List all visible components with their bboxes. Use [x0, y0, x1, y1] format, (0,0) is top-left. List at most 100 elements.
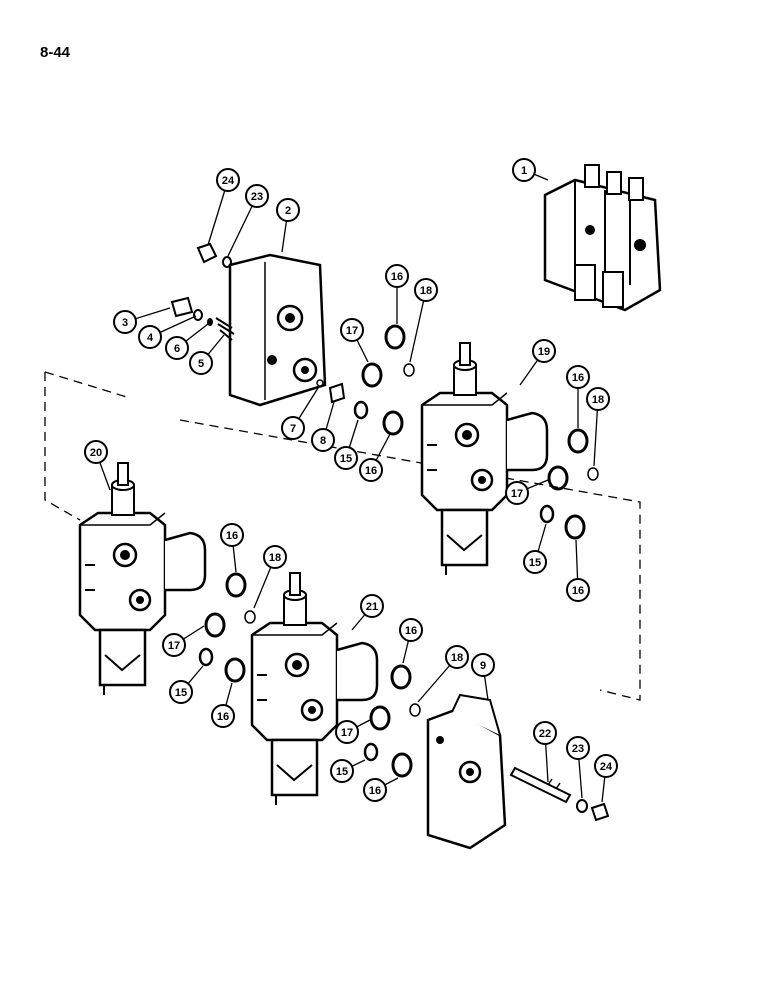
callout-c16d: 16: [566, 539, 590, 602]
callout-c22: 22: [533, 721, 557, 783]
callout-bubble: [505, 481, 529, 505]
leader-line: [409, 289, 427, 363]
callout-bubble: [363, 778, 387, 802]
fitting-parts: [170, 296, 346, 404]
callout-number: 19: [538, 346, 550, 358]
callout-bubble: [385, 264, 409, 288]
callout-bubble: [471, 653, 495, 677]
callout-c15a: 15: [334, 419, 359, 470]
callout-bubble: [211, 704, 235, 728]
callout-c15c: 15: [169, 665, 204, 704]
callout-c17a: 17: [340, 318, 369, 363]
callout-number: 16: [226, 530, 238, 542]
callout-bubble: [263, 545, 287, 569]
callout-c16e: 16: [220, 523, 244, 573]
callout-c16g: 16: [399, 618, 423, 664]
callout-number: 24: [600, 761, 613, 773]
callout-number: 15: [336, 766, 348, 778]
callout-number: 18: [451, 652, 463, 664]
callout-c18c: 18: [253, 545, 287, 609]
callout-number: 17: [341, 727, 353, 739]
callout-bubble: [594, 754, 618, 778]
callout-c24b: 24: [594, 754, 618, 803]
callout-number: 16: [572, 372, 584, 384]
callout-bubble: [360, 594, 384, 618]
callout-number: 9: [480, 660, 486, 672]
nut-washer-top: [196, 242, 232, 268]
callout-c9: 9: [471, 653, 495, 701]
callout-c15d: 15: [330, 759, 366, 783]
callout-number: 17: [511, 488, 523, 500]
callout-number: 16: [365, 465, 377, 477]
callout-c18a: 18: [409, 278, 438, 363]
callout-c23b: 23: [566, 736, 590, 799]
page-number: 8-44: [40, 44, 71, 61]
end-cover-inlet: [228, 253, 327, 407]
callout-number: 15: [340, 453, 352, 465]
callout-c18d: 18: [417, 645, 469, 703]
callout-bubble: [340, 318, 364, 342]
callout-number: 22: [539, 728, 551, 740]
callout-bubble: [566, 736, 590, 760]
callout-bubble: [512, 158, 536, 182]
callout-c16f: 16: [211, 682, 235, 728]
end-cover-outlet: [426, 693, 507, 850]
valve-section-19: [420, 341, 549, 577]
callout-number: 18: [592, 394, 604, 406]
callout-c7: 7: [281, 387, 319, 440]
stud-nut-bottom: [509, 766, 610, 822]
callout-number: 20: [90, 447, 102, 459]
callout-bubble: [334, 446, 358, 470]
group-outline: [44, 371, 641, 701]
callout-number: 23: [572, 743, 584, 755]
callout-bubble: [281, 416, 305, 440]
callout-number: 23: [251, 191, 263, 203]
callout-number: 4: [147, 332, 154, 344]
callout-bubble: [414, 278, 438, 302]
callout-bubble: [335, 720, 359, 744]
callout-number: 16: [572, 585, 584, 597]
callout-c4: 4: [138, 315, 197, 349]
callout-number: 15: [529, 557, 541, 569]
callout-c15b: 15: [523, 523, 547, 574]
callout-c16b: 16: [359, 433, 391, 482]
callout-layer: 1242323465161817781516191618171516201618…: [84, 158, 618, 803]
callout-number: 16: [391, 271, 403, 283]
valve-section-21: [250, 571, 379, 807]
callout-c20: 20: [84, 440, 111, 491]
callout-bubble: [162, 633, 186, 657]
callout-c8: 8: [311, 401, 335, 452]
callout-c2: 2: [276, 198, 300, 253]
callout-number: 2: [285, 205, 291, 217]
callout-bubble: [311, 428, 335, 452]
callout-number: 18: [420, 285, 432, 297]
callout-c6: 6: [165, 323, 209, 360]
callout-c23a: 23: [227, 184, 269, 257]
callout-number: 3: [122, 317, 128, 329]
callout-number: 8: [320, 435, 326, 447]
callout-bubble: [330, 759, 354, 783]
callout-c17d: 17: [335, 719, 371, 744]
callout-bubble: [445, 645, 469, 669]
valve-section-20: [78, 461, 207, 697]
callout-number: 21: [366, 601, 378, 613]
callout-bubble: [169, 680, 193, 704]
callout-bubble: [276, 198, 300, 222]
callout-bubble: [245, 184, 269, 208]
callout-bubble: [566, 365, 590, 389]
callout-c21: 21: [351, 594, 384, 631]
callout-bubble: [220, 523, 244, 547]
callout-bubble: [399, 618, 423, 642]
callout-number: 5: [198, 358, 204, 370]
callout-number: 16: [405, 625, 417, 637]
callout-c17c: 17: [162, 625, 205, 657]
callout-c3: 3: [113, 307, 171, 334]
callout-number: 6: [174, 343, 180, 355]
valve-assembly: [543, 164, 662, 312]
callout-bubble: [138, 325, 162, 349]
callout-c17b: 17: [505, 479, 549, 505]
callout-bubble: [586, 387, 610, 411]
callout-bubble: [566, 578, 590, 602]
callout-number: 16: [369, 785, 381, 797]
